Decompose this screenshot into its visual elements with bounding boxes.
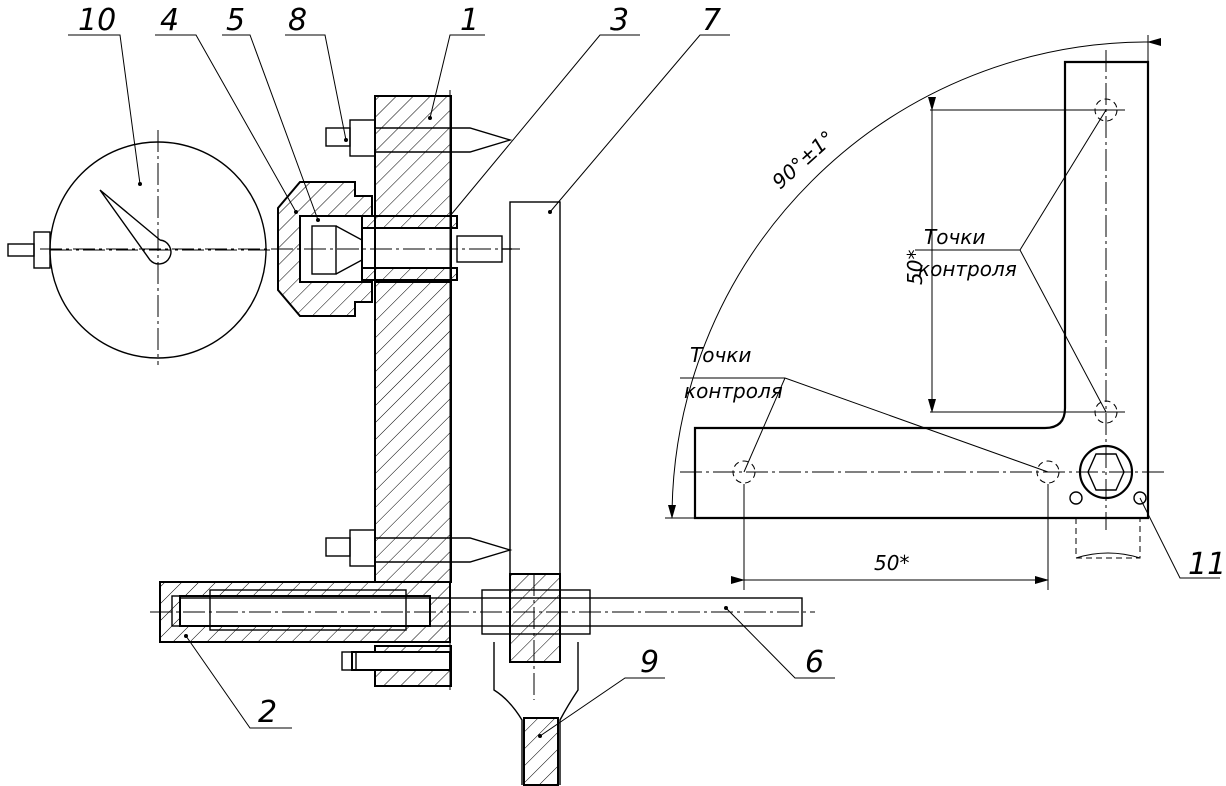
callout-10: 10 — [78, 3, 116, 38]
callout-7: 7 — [702, 3, 721, 38]
control-points-leaders — [680, 109, 1220, 579]
angle-label: 90°±1° — [767, 126, 839, 194]
dial-indicator — [7, 130, 270, 365]
callout-8: 8 — [288, 3, 307, 38]
horizontal-dimension — [731, 484, 1049, 590]
callout-3: 3 — [610, 3, 629, 38]
callout-6: 6 — [805, 645, 824, 680]
callout-5: 5 — [226, 3, 245, 38]
control-points-label-2b: контроля — [684, 379, 783, 403]
callout-2: 2 — [258, 695, 277, 730]
dim-vertical-label: 50* — [903, 250, 927, 285]
base-plate-1 — [374, 95, 452, 583]
callout-11: 11 — [1188, 547, 1226, 582]
angle-dimension — [665, 35, 1162, 519]
dim-horizontal-label: 50* — [874, 551, 909, 575]
callout-leaders-left — [68, 34, 835, 737]
tip-screw-8-top — [325, 119, 513, 157]
callout-9: 9 — [640, 645, 659, 680]
housing-2 — [159, 581, 451, 643]
l-square-part — [680, 50, 1165, 559]
probe-7 — [481, 201, 591, 700]
callout-4: 4 — [160, 3, 179, 38]
screw-bottom-left — [341, 645, 452, 687]
holder-9 — [493, 642, 579, 786]
control-points-label-1a: Точки — [924, 225, 985, 249]
control-points-label-1b: контроля — [918, 257, 1017, 281]
control-points-label-2a: Точки — [690, 343, 751, 367]
callout-1: 1 — [460, 3, 479, 38]
